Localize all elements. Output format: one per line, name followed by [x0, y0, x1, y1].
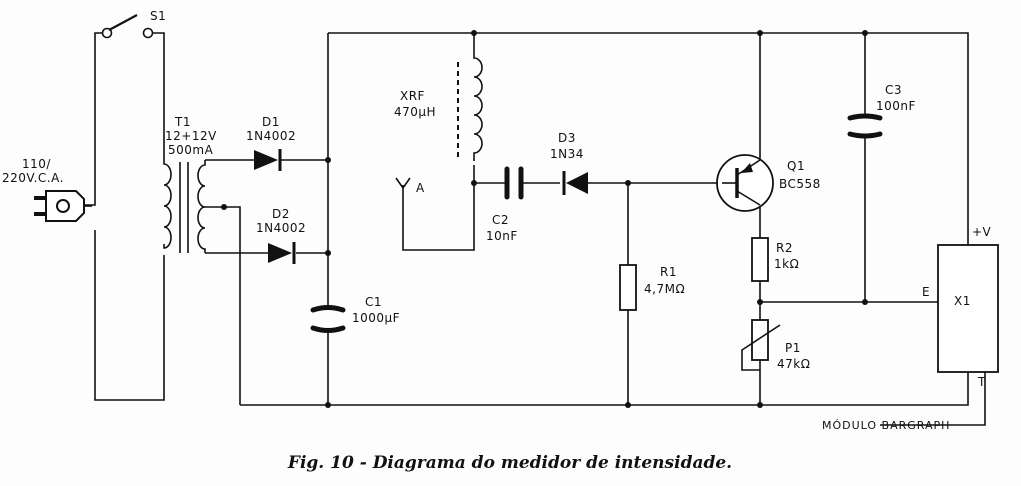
figure-caption: Fig. 10 - Diagrama do medidor de intensi…	[287, 453, 732, 473]
resistor-r1	[619, 264, 637, 311]
d1-value-label: 1N4002	[246, 129, 296, 143]
d3-ref-label: D3	[558, 131, 576, 145]
d2-value-label: 1N4002	[256, 221, 306, 235]
antenna-label: A	[416, 181, 425, 195]
junction-dot	[757, 299, 763, 305]
x1-ref-label: X1	[954, 294, 971, 308]
d3-value-label: 1N34	[550, 147, 584, 161]
junction-dot	[325, 402, 331, 408]
x1-vplus-pin-label: +V	[972, 225, 992, 239]
c3-value-label: 100nF	[876, 99, 916, 113]
c1-value-label: 1000µF	[352, 311, 400, 325]
diode-d2	[268, 242, 296, 264]
resistor-r2	[751, 237, 769, 282]
junction-dot	[325, 250, 331, 256]
r2-ref-label: R2	[776, 241, 793, 255]
xrf-ref-label: XRF	[400, 89, 425, 103]
q1-value-label: BC558	[779, 177, 821, 191]
wire-xrf-antenna	[402, 165, 475, 251]
x1-e-pin-label: E	[922, 285, 930, 299]
c3-ref-label: C3	[885, 83, 902, 97]
wire-mains-top	[85, 32, 103, 206]
capacitor-c1	[310, 305, 346, 333]
wire-mains-bottom	[94, 230, 165, 401]
q1-ref-label: Q1	[787, 159, 805, 173]
r2-value-label: 1kΩ	[774, 257, 799, 271]
wire-ground-rail	[240, 372, 969, 406]
junction-dot	[862, 30, 868, 36]
junction-dot	[625, 402, 631, 408]
wire-top-rail	[328, 32, 969, 245]
junction-dot	[862, 299, 868, 305]
d1-ref-label: D1	[262, 115, 280, 129]
module-bargraph-label: MÓDULO BARGRAPH	[822, 419, 950, 432]
junction-dots	[221, 30, 868, 408]
junction-dot	[471, 180, 477, 186]
r1-ref-label: R1	[660, 265, 677, 279]
r1-value-label: 4,7MΩ	[644, 282, 685, 296]
c1-ref-label: C1	[365, 295, 382, 309]
diode-d3	[562, 171, 588, 195]
transistor-q1	[716, 154, 774, 212]
capacitor-c2	[504, 166, 524, 200]
junction-dot	[757, 402, 763, 408]
junction-dot	[325, 157, 331, 163]
antenna-icon	[395, 177, 411, 190]
x1-t-pin-label: T	[977, 375, 986, 389]
junction-dot	[471, 30, 477, 36]
diode-d1	[254, 149, 282, 171]
plug-voltage-label-1: 110/	[22, 157, 51, 171]
plug-icon	[34, 190, 92, 222]
inductor-xrf	[457, 55, 483, 161]
s1-label: S1	[150, 9, 166, 23]
c2-ref-label: C2	[492, 213, 509, 227]
capacitor-c3	[847, 113, 883, 139]
wire-center-tap	[224, 206, 241, 405]
p1-value-label: 47kΩ	[777, 357, 810, 371]
junction-dot	[625, 180, 631, 186]
junction-dot	[757, 30, 763, 36]
xrf-value-label: 470µH	[394, 105, 436, 119]
wires	[85, 32, 969, 406]
c2-value-label: 10nF	[486, 229, 518, 243]
module-x1	[880, 244, 999, 426]
t1-rating-label-2: 500mA	[168, 143, 214, 157]
transformer-t1	[163, 160, 224, 253]
switch-s1	[101, 14, 154, 39]
t1-rating-label-1: 12+12V	[165, 129, 217, 143]
potentiometer-p1	[741, 319, 781, 371]
p1-ref-label: P1	[785, 341, 801, 355]
d2-ref-label: D2	[272, 207, 290, 221]
t1-ref-label: T1	[174, 115, 191, 129]
plug-voltage-label-2: 220V.C.A.	[2, 171, 64, 185]
wire-switch-to-primary	[152, 32, 165, 160]
